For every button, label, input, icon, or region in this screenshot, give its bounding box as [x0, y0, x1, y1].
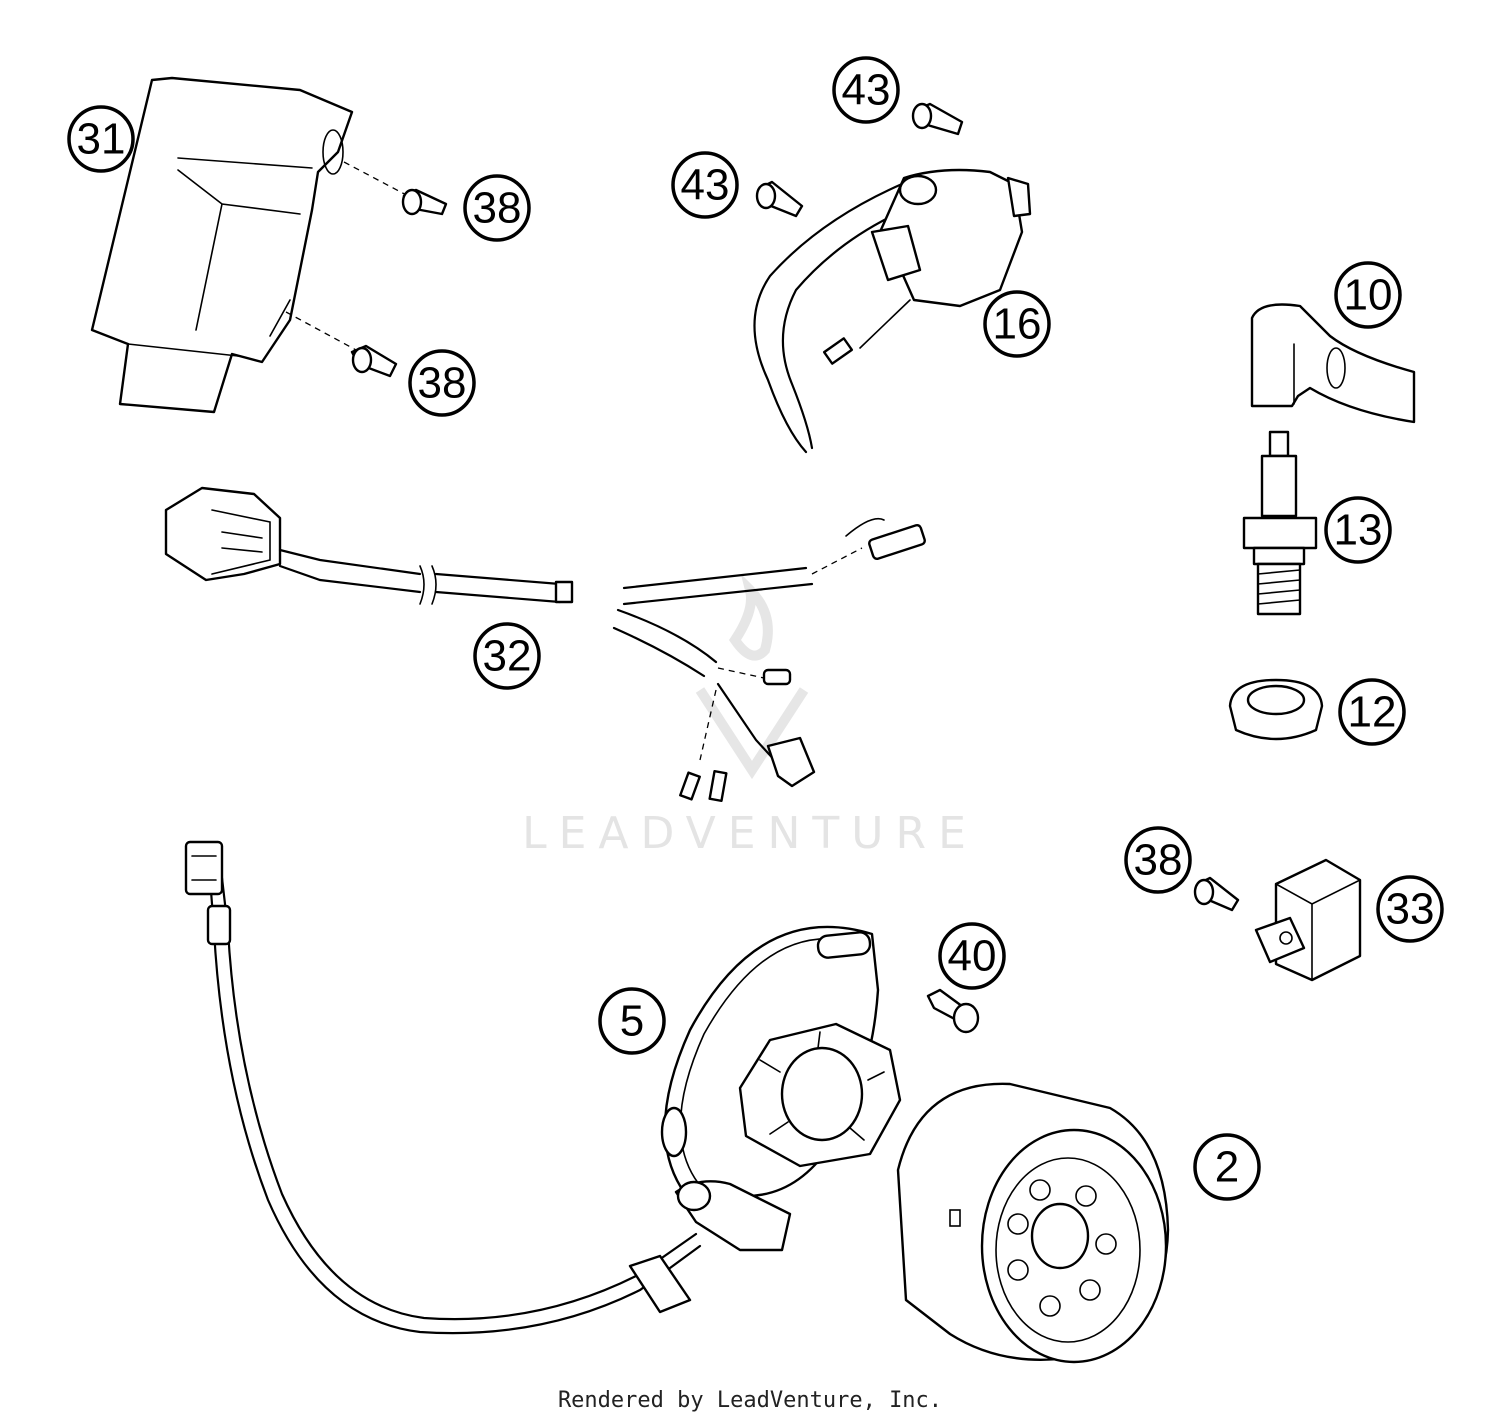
- callout-13[interactable]: 13: [1324, 496, 1392, 564]
- screw-40: [926, 988, 980, 1034]
- relay: [1254, 858, 1362, 982]
- screw-38-upper: [401, 188, 448, 216]
- callout-label: 13: [1334, 506, 1383, 555]
- callout-label: 38: [1134, 836, 1183, 885]
- spark-plug-cap: [1250, 303, 1416, 424]
- callout-5[interactable]: 5: [598, 987, 666, 1055]
- callout-38-ecu-upper[interactable]: 38: [463, 174, 531, 242]
- ecu-module: [90, 76, 354, 414]
- callout-label: 43: [842, 66, 891, 115]
- spark-plug: [1242, 430, 1318, 616]
- callout-label: 38: [473, 184, 522, 233]
- wiring-harness: [164, 486, 926, 803]
- callout-10[interactable]: 10: [1334, 261, 1402, 329]
- callout-43-lower[interactable]: 43: [671, 151, 739, 219]
- leader-31-38b: [285, 311, 357, 351]
- callout-2[interactable]: 2: [1193, 1133, 1261, 1201]
- callout-38-ecu-lower[interactable]: 38: [408, 349, 476, 417]
- leader-31-38a: [343, 161, 413, 199]
- callout-label: 38: [418, 359, 467, 408]
- footer-credit: Rendered by LeadVenture, Inc.: [557, 1388, 943, 1413]
- watermark-logo-icon: [695, 573, 809, 780]
- screw-43-lower: [755, 180, 804, 218]
- stator: [184, 840, 902, 1335]
- callout-label: 10: [1344, 271, 1393, 320]
- callout-label: 12: [1348, 688, 1397, 737]
- watermark-text: LEADVENTURE: [522, 808, 978, 859]
- callout-12[interactable]: 12: [1338, 678, 1406, 746]
- callout-label: 16: [993, 300, 1042, 349]
- flywheel-rotor: [896, 1082, 1170, 1364]
- screw-38-relay: [1193, 876, 1240, 912]
- screw-38-lower: [350, 344, 398, 378]
- ignition-coil: [753, 168, 1032, 454]
- callout-label: 33: [1386, 885, 1435, 934]
- callout-38-relay[interactable]: 38: [1124, 826, 1192, 894]
- watermark: LEADVENTURE: [522, 573, 978, 859]
- callout-label: 32: [483, 632, 532, 681]
- callout-label: 40: [948, 932, 997, 981]
- callout-40[interactable]: 40: [938, 922, 1006, 990]
- screw-43-upper: [911, 102, 964, 136]
- grommet: [1228, 678, 1324, 741]
- callout-label: 2: [1215, 1143, 1239, 1192]
- callout-33[interactable]: 33: [1376, 875, 1444, 943]
- callout-16[interactable]: 16: [983, 290, 1051, 358]
- callout-label: 31: [77, 115, 126, 164]
- callout-31[interactable]: 31: [67, 105, 135, 173]
- callout-43-upper[interactable]: 43: [832, 56, 900, 124]
- callout-label: 5: [620, 997, 644, 1046]
- callout-32[interactable]: 32: [473, 622, 541, 690]
- callout-label: 43: [681, 161, 730, 210]
